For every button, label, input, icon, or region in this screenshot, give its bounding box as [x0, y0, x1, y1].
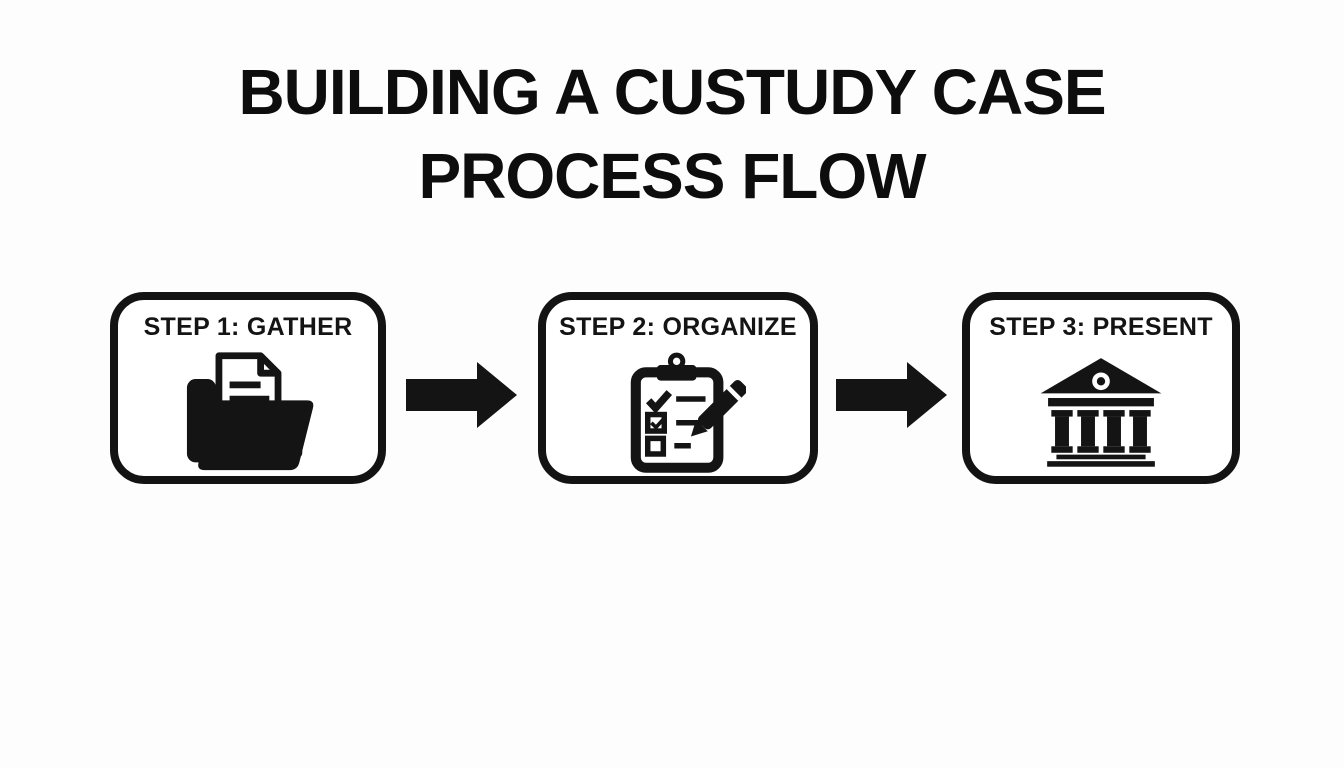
courthouse-icon — [1040, 358, 1162, 467]
diagram-title: BUILDING A CUSTUDY CASE PROCESS FLOW — [0, 50, 1344, 219]
step-2-label: STEP 2: ORGANIZE — [559, 313, 797, 341]
right-arrow-icon — [836, 362, 947, 428]
folder-documents-icon — [186, 352, 314, 471]
clipboard-checklist-pen-icon — [630, 352, 746, 473]
step-1-label: STEP 1: GATHER — [143, 313, 353, 341]
step-2-organize-box: STEP 2: ORGANIZE — [538, 292, 818, 484]
step-1-gather-box: STEP 1: GATHER — [110, 292, 386, 484]
pen-icon — [690, 380, 746, 437]
step-3-label: STEP 3: PRESENT — [989, 313, 1213, 341]
right-arrow-icon — [406, 362, 517, 428]
columns — [1051, 410, 1151, 453]
title-line-2: PROCESS FLOW — [418, 140, 926, 213]
step-3-present-box: STEP 3: PRESENT — [962, 292, 1240, 484]
title-line-1: BUILDING A CUSTUDY CASE — [238, 56, 1106, 128]
